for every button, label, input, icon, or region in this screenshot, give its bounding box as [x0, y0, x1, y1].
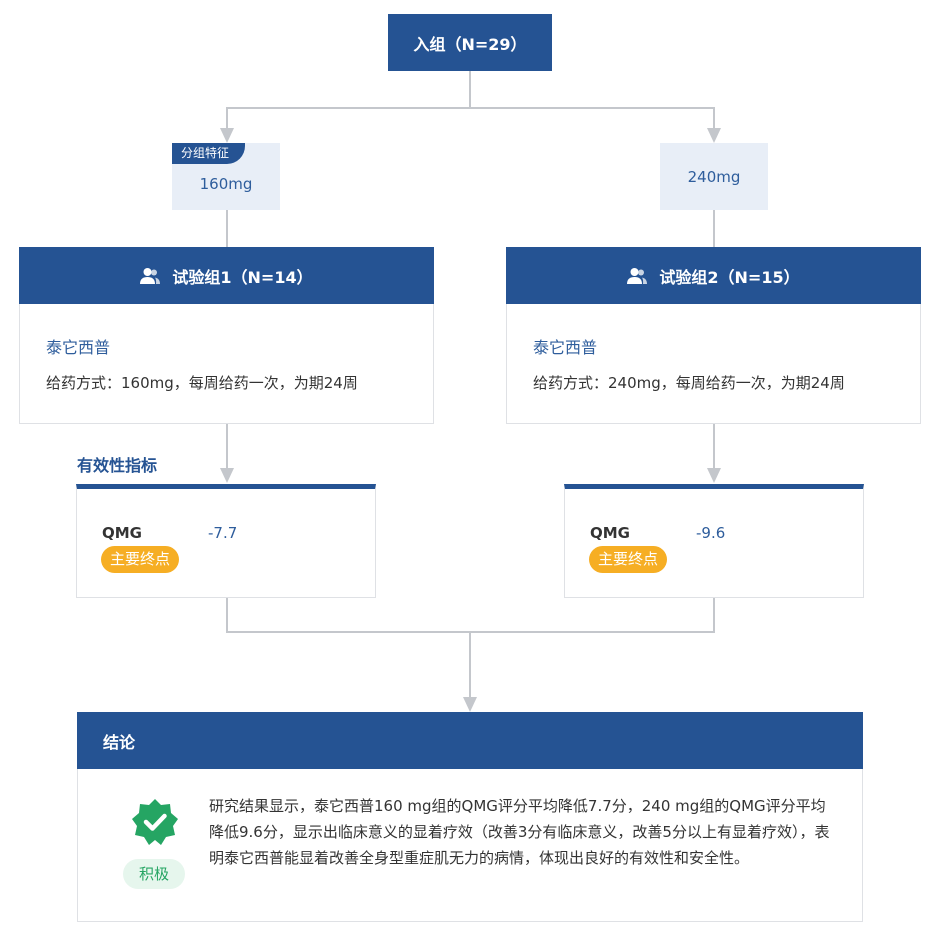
group2-title: 试验组2（N=15） [659, 267, 800, 287]
group1-header: 试验组1（N=14） [19, 247, 434, 304]
metric-value: -7.7 [208, 524, 238, 542]
check-badge-icon [132, 799, 178, 845]
conclusion-body: 积极 研究结果显示，泰它西普160 mg组的QMG评分平均降低7.7分，240 … [77, 769, 863, 922]
dose-tag: 分组特征 [172, 143, 246, 164]
connector-efficacy2-down [713, 598, 715, 633]
conclusion-text: 研究结果显示，泰它西普160 mg组的QMG评分平均降低7.7分，240 mg组… [209, 797, 830, 867]
dose-label: 240mg [687, 167, 741, 186]
group2-header: 试验组2（N=15） [506, 247, 921, 304]
connector-efficacy1-down [226, 598, 228, 633]
user-group-icon [627, 267, 648, 284]
connector-group1-to-efficacy [226, 424, 228, 469]
group2-method: 给药方式：240mg，每周给药一次，为期24周 [533, 374, 845, 392]
connector-right-to-dose [713, 107, 715, 129]
arrow-right-to-dose [707, 128, 721, 143]
enrollment-label: 入组（N=29） [413, 34, 527, 54]
connector-dose1-to-group1 [226, 210, 228, 247]
enrollment-box: 入组（N=29） [388, 14, 552, 71]
efficacy-title: 有效性指标 [77, 456, 158, 475]
group1-title: 试验组1（N=14） [172, 267, 313, 287]
efficacy-card-group1: QMG -7.7 主要终点 [76, 484, 376, 598]
group1-body: 泰它西普 给药方式：160mg，每周给药一次，为期24周 [19, 304, 434, 424]
arrow-group2-to-efficacy [707, 468, 721, 483]
arrow-left-to-dose [220, 128, 234, 143]
group1-drug: 泰它西普 [46, 338, 111, 357]
metric-name: QMG [102, 524, 142, 542]
connector-split-horizontal [226, 107, 715, 109]
group2-drug: 泰它西普 [533, 338, 598, 357]
connector-left-to-dose [226, 107, 228, 129]
arrow-group1-to-efficacy [220, 468, 234, 483]
conclusion-header: 结论 [77, 712, 863, 769]
connector-merge-down [469, 631, 471, 698]
efficacy-card-group2: QMG -9.6 主要终点 [564, 484, 864, 598]
metric-name: QMG [590, 524, 630, 542]
group1-method: 给药方式：160mg，每周给药一次，为期24周 [46, 374, 358, 392]
connector-enroll-down [469, 71, 471, 108]
arrow-to-conclusion [463, 697, 477, 712]
user-group-icon [140, 267, 161, 284]
dose-box-group2: 240mg [660, 143, 768, 210]
positive-badge: 积极 [123, 859, 185, 889]
connector-group2-to-efficacy [713, 424, 715, 469]
primary-endpoint-badge: 主要终点 [589, 546, 668, 573]
connector-dose2-to-group2 [713, 210, 715, 247]
metric-value: -9.6 [696, 524, 726, 542]
group2-body: 泰它西普 给药方式：240mg，每周给药一次，为期24周 [506, 304, 921, 424]
primary-endpoint-badge: 主要终点 [101, 546, 180, 573]
dose-label: 160mg [199, 174, 253, 193]
conclusion-title: 结论 [103, 732, 136, 752]
